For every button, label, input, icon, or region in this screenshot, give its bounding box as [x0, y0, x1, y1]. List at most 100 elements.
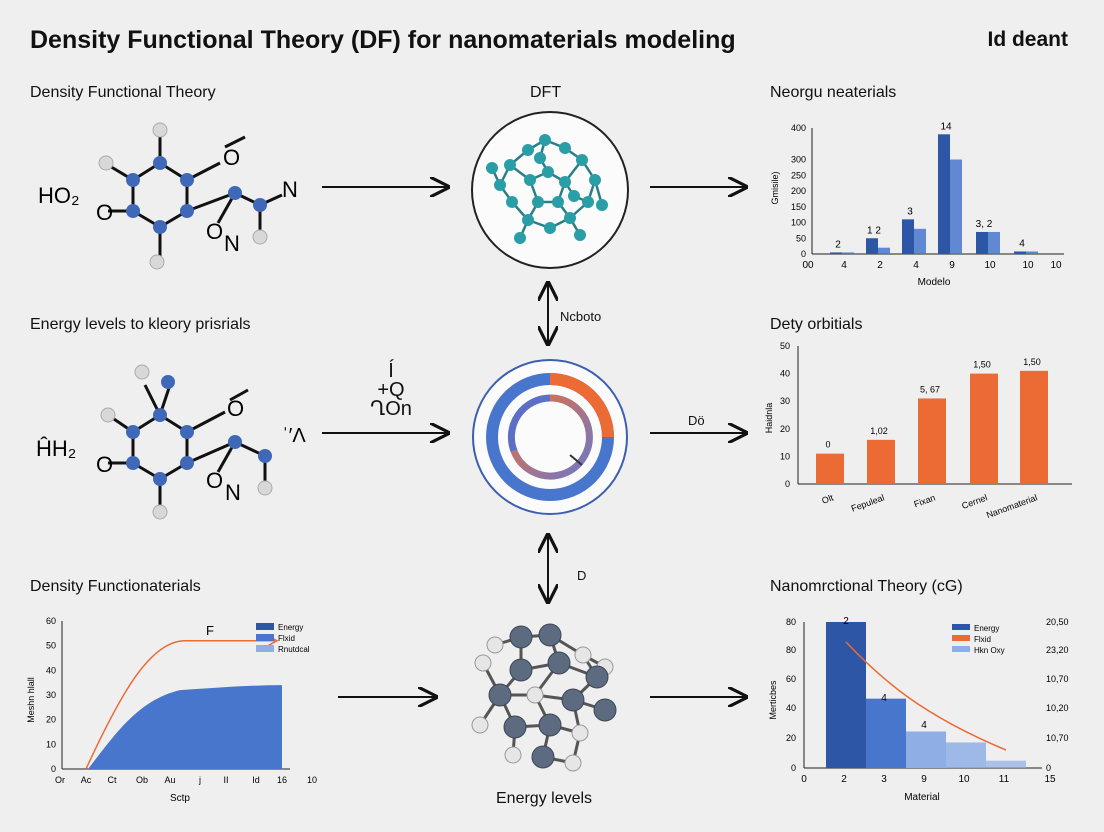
legend-label: Energy: [278, 623, 303, 632]
bar: [866, 698, 906, 768]
right-y-tick-label: 10,70: [1046, 674, 1069, 684]
formula-label: Í +Q ՂOn: [370, 360, 412, 420]
y-tick-label: 80: [786, 617, 796, 627]
atom-node: [504, 159, 516, 171]
svg-text:O: O: [96, 452, 113, 477]
x-tick-label: j: [198, 775, 201, 785]
y-tick-label: 400: [791, 123, 806, 133]
y-tick-label: 60: [786, 674, 796, 684]
atom-node: [561, 688, 585, 712]
section-title-mid-right: Dety orbitials: [770, 316, 863, 333]
x-axis-label: Modelo: [918, 277, 951, 288]
legend-label: Energy: [974, 624, 999, 633]
x-tick-label: 4: [913, 260, 919, 271]
bar: [906, 731, 946, 768]
atom-node: [593, 698, 617, 722]
svg-text:O: O: [227, 396, 244, 421]
atom-node: [532, 196, 544, 208]
arrow-label-upper: Ncboto: [560, 309, 602, 324]
y-axis-label: Haidnla: [764, 403, 774, 434]
energy-ring-diagram: [472, 359, 628, 515]
y-axis-label: Gmisile): [770, 171, 780, 204]
atom-node: [538, 623, 562, 647]
atom-node: [522, 144, 534, 156]
molecule-diagram-top: HO₂ O O O N N: [38, 122, 298, 270]
data-label: 2: [835, 239, 841, 250]
x-tick-label: Id: [252, 775, 260, 785]
x-tick-label: 00: [802, 260, 814, 271]
y-tick-label: 20: [786, 733, 796, 743]
right-y-tick-label: 0: [1046, 763, 1051, 773]
x-tick-label: 2: [877, 260, 883, 271]
nanocluster-diagram: [471, 623, 617, 772]
y-tick-label: 50: [780, 341, 790, 351]
atom-node: [539, 134, 551, 146]
atom-node: [542, 166, 554, 178]
x-tick-label: Ct: [108, 775, 117, 785]
y-tick-label: 50: [46, 641, 56, 651]
atom-node: [509, 658, 533, 682]
bar: [914, 228, 926, 254]
right-y-tick-label: 23,20: [1046, 645, 1069, 655]
legend-swatch: [256, 645, 274, 652]
svg-text:O: O: [206, 468, 223, 493]
y-tick-label: 20: [780, 424, 790, 434]
x-axis-label: Sctp: [170, 793, 190, 804]
x-tick-label: 16: [277, 775, 287, 785]
bar: [1014, 251, 1026, 254]
molecule-mid-left-label: ĤH₂: [36, 436, 76, 461]
svg-text:N: N: [224, 231, 240, 256]
atom-node: [571, 724, 589, 742]
bar: [1020, 370, 1048, 484]
atom-node: [506, 196, 518, 208]
legend-swatch: [952, 624, 970, 630]
data-label: 5, 67: [920, 384, 940, 394]
x-tick-label: 10: [307, 775, 317, 785]
y-tick-label: 200: [791, 186, 806, 196]
x-tick-label: Ob: [136, 775, 148, 785]
bar: [950, 159, 962, 254]
bar: [976, 231, 988, 254]
y-tick-label: 10: [46, 739, 56, 749]
atom-node: [568, 190, 580, 202]
bar: [986, 760, 1026, 768]
y-tick-label: 100: [791, 218, 806, 228]
bar: [826, 622, 866, 768]
atom-node: [596, 199, 608, 211]
arrow-label-lower: D: [577, 568, 587, 583]
svg-text:N: N: [282, 177, 298, 202]
data-label: 4: [921, 720, 927, 731]
x-tick-label: Au: [164, 775, 175, 785]
atom-node: [564, 212, 576, 224]
right-y-tick-label: 10,70: [1046, 733, 1069, 743]
y-tick-label: 10: [780, 451, 790, 461]
line-series: [85, 639, 275, 770]
x-tick-label: Fepuleal: [850, 492, 886, 513]
bar: [867, 439, 895, 484]
atom-node: [522, 214, 534, 226]
molecule-top-left-label: HO₂: [38, 183, 80, 208]
x-tick-label: 10: [1022, 260, 1034, 271]
section-title-mid-left: Energy levels to kleory prisrials: [30, 316, 251, 333]
bar: [878, 247, 890, 254]
bar: [816, 453, 844, 484]
legend-label: Hkn Oxy: [974, 646, 1005, 655]
data-label: 3, 2: [976, 219, 993, 230]
atom-node: [509, 625, 533, 649]
x-tick-label: II: [223, 775, 228, 785]
data-label: 14: [940, 121, 952, 132]
x-tick-label: 4: [841, 260, 847, 271]
atom-node: [576, 154, 588, 166]
y-tick-label: 300: [791, 155, 806, 165]
section-title-top-left: Density Functional Theory: [30, 84, 216, 101]
dft-network-diagram: [471, 111, 629, 269]
svg-text:O: O: [96, 200, 113, 225]
atom-node: [564, 754, 582, 772]
y-tick-label: 30: [46, 690, 56, 700]
page-title: Density Functional Theory (DF) for nanom…: [30, 26, 736, 54]
section-title-top-center: DFT: [530, 84, 562, 101]
atom-node: [526, 686, 544, 704]
